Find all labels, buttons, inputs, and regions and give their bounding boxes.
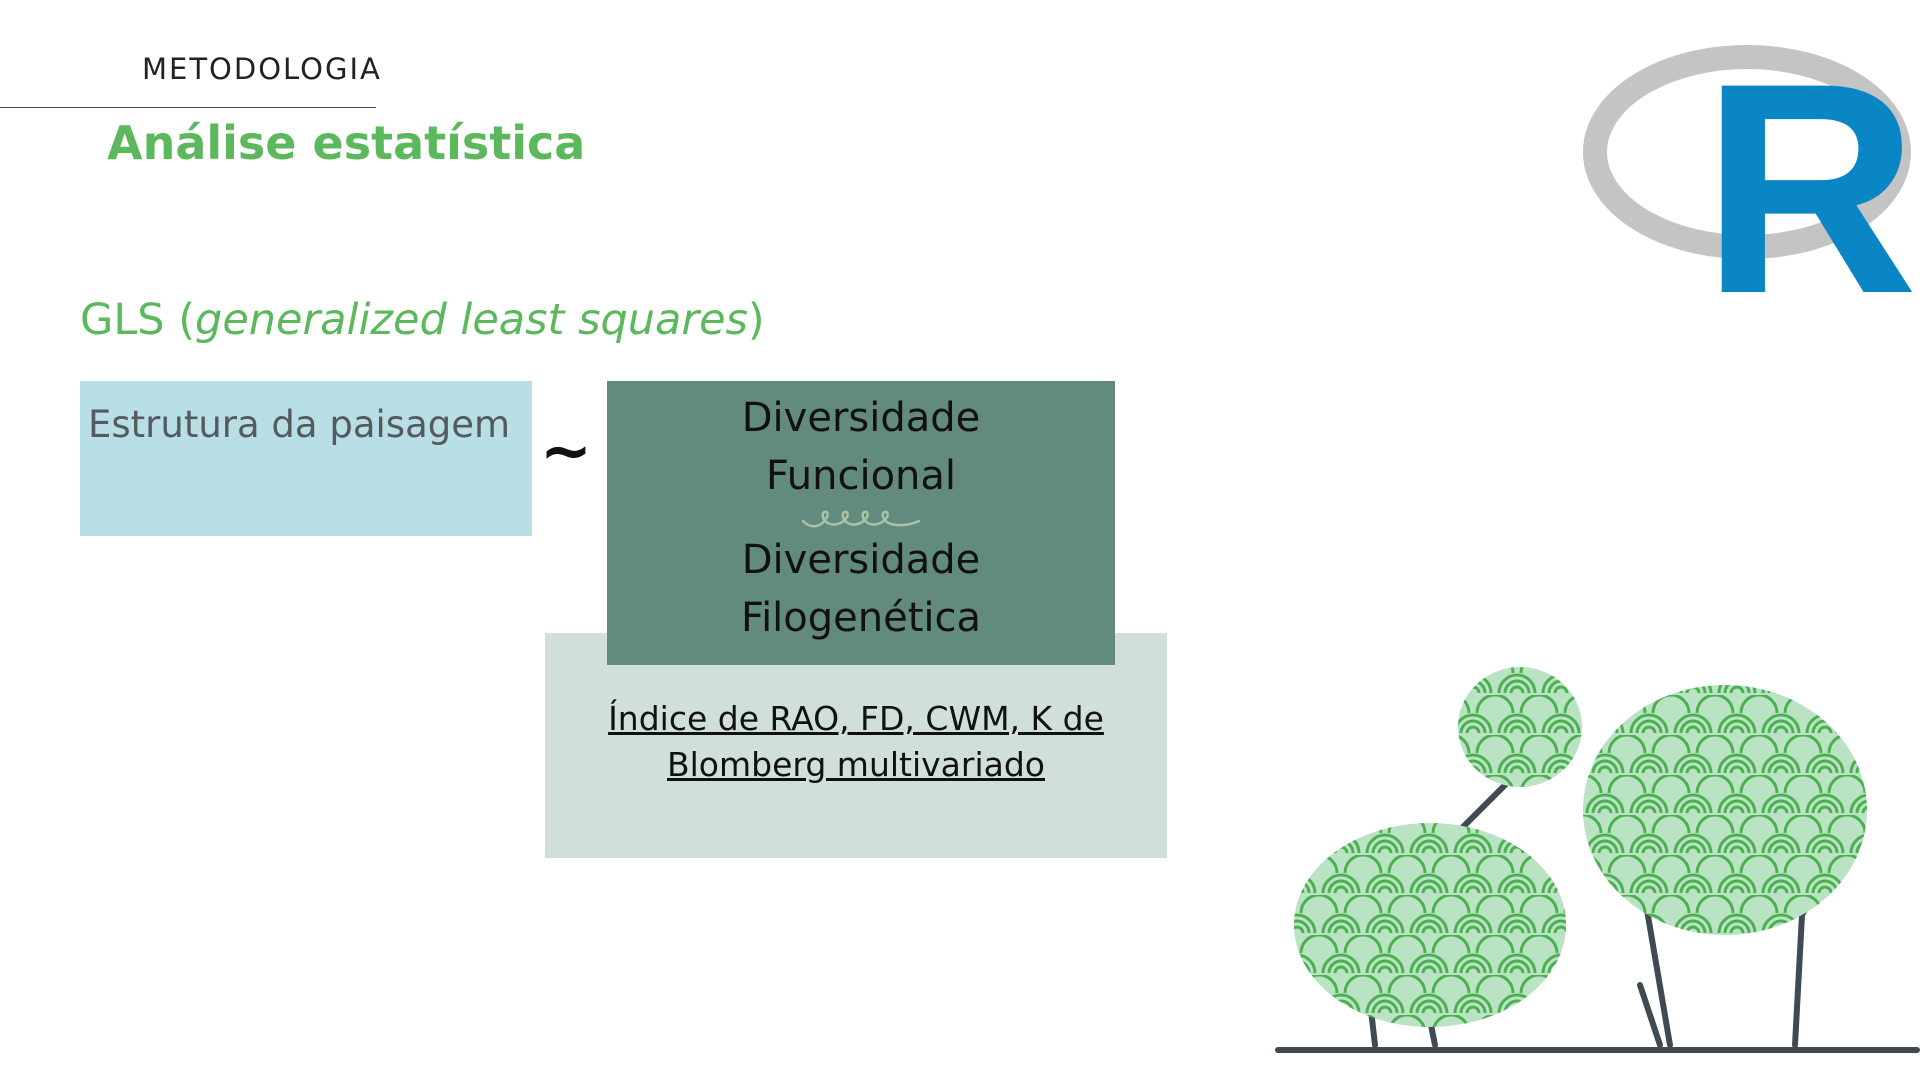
index-box: Índice de RAO, FD, CWM, K de Blomberg mu… bbox=[545, 633, 1167, 858]
gls-heading: GLS (generalized least squares) bbox=[80, 295, 765, 345]
section-rule bbox=[0, 107, 376, 108]
diversity-line-1: Diversidade bbox=[741, 395, 981, 441]
index-line-1: Índice de RAO, FD, CWM, K de bbox=[608, 699, 1104, 738]
diversity-line-3: Diversidade bbox=[741, 537, 981, 583]
slide-title: Análise estatística bbox=[107, 116, 586, 170]
tilde-operator: ~ bbox=[540, 414, 592, 487]
section-label: METODOLOGIA bbox=[142, 52, 382, 86]
index-line-2: Blomberg multivariado bbox=[666, 745, 1045, 784]
squiggle-divider-icon bbox=[801, 510, 921, 528]
gls-close-paren: ) bbox=[747, 295, 765, 345]
trees-illustration-icon bbox=[1275, 667, 1920, 1053]
gls-abbr: GLS bbox=[80, 295, 165, 345]
landscape-structure-box: Estrutura da paisagem bbox=[80, 381, 532, 536]
gls-open-paren: ( bbox=[164, 295, 196, 345]
diversity-box: Diversidade Funcional Diversidade Filoge… bbox=[607, 381, 1115, 665]
diversity-line-4: Filogenética bbox=[740, 595, 982, 641]
gls-expansion: generalized least squares bbox=[195, 295, 748, 345]
diversity-line-2: Funcional bbox=[765, 453, 957, 499]
r-logo-letter: R bbox=[1702, 30, 1912, 300]
r-logo-icon: R bbox=[1583, 30, 1912, 300]
